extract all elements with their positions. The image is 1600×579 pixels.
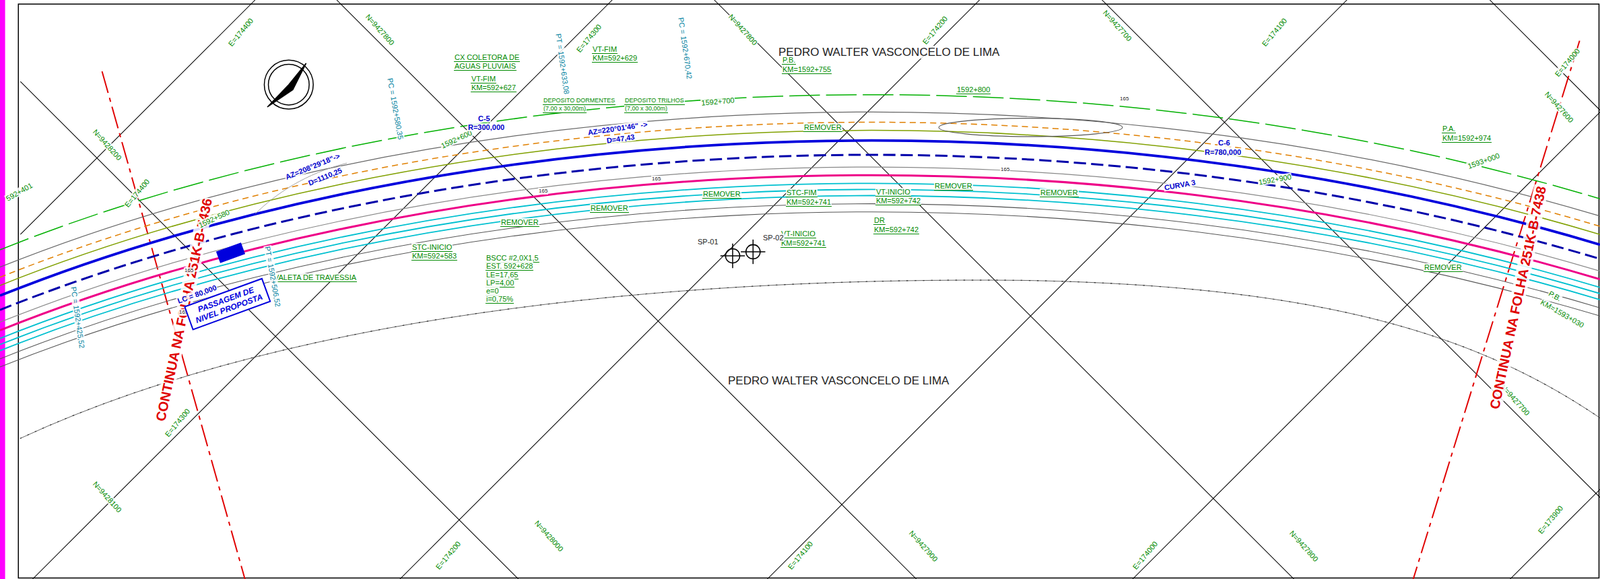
map-label: N=9428100: [90, 479, 124, 515]
map-label: REMOVER: [1423, 263, 1463, 273]
map-label: C-6: [1217, 138, 1231, 147]
map-label: N=9427800: [363, 12, 397, 48]
map-label: KM=1592+974: [1441, 134, 1492, 143]
map-label: VT-FIM: [470, 74, 497, 84]
map-label: E=174200: [920, 14, 950, 47]
map-label: AGUAS PLUVIAIS: [453, 61, 517, 71]
map-label: KM=592+583: [411, 251, 458, 261]
map-label: VALETA DE TRAVESSIA: [273, 273, 357, 283]
map-label: KM=592+629: [591, 53, 638, 63]
map-label: E=173900: [1536, 503, 1565, 537]
map-label: KM=1592+755: [781, 65, 832, 75]
map-label: N=9427700: [1101, 8, 1135, 44]
map-label: VT-FIM: [591, 45, 618, 54]
map-label: N=9428000: [532, 518, 566, 554]
map-label: PEDRO WALTER VASCONCELO DE LIMA: [727, 374, 950, 388]
map-label: 165: [1119, 95, 1130, 103]
map-label: PC = 1592+580,35: [385, 76, 405, 141]
map-label: KM=592+742: [873, 225, 920, 235]
map-label: KM=592+741: [780, 239, 827, 248]
map-label: CX COLETORA DE: [453, 53, 520, 62]
map-label: STC-FIM: [785, 188, 818, 198]
map-label: N=9427600: [1542, 89, 1576, 125]
map-label: P.A.: [1441, 124, 1456, 134]
map-label: P.B.: [781, 55, 796, 65]
map-label: PEDRO WALTER VASCONCELO DE LIMA: [777, 45, 1000, 59]
map-label: 165: [538, 187, 549, 195]
map-label: 592+401: [4, 180, 35, 203]
map-label: 1592+800: [956, 85, 991, 95]
map-label: PC = 1592+670,42: [676, 16, 694, 81]
map-label: KM=592+627: [470, 83, 517, 93]
map-label: N=9427800: [726, 12, 760, 48]
map-label: N=9427900: [907, 528, 941, 564]
map-label: i=0,75%: [485, 294, 514, 304]
map-label: REMOVER: [803, 123, 843, 132]
map-label: E=174200: [433, 539, 463, 572]
map-label: 165: [1000, 166, 1011, 174]
map-label: R=780,000: [1204, 148, 1242, 157]
map-label: 1592+700: [700, 96, 736, 108]
map-label: R=300,000: [467, 123, 506, 132]
map-label: REMOVER: [934, 181, 974, 191]
map-label: KM=592+742: [875, 196, 922, 206]
map-label: VT-INICIO: [780, 229, 817, 239]
map-label: 1592+600: [439, 127, 475, 151]
map-label: VT-INICIO: [875, 187, 912, 197]
proposed-crossing-box: PASSAGEM DE NIVEL PROPOSTA: [183, 278, 272, 331]
map-label: DR: [873, 216, 886, 225]
map-label: (7,00 x 30,00m): [624, 105, 669, 114]
map-label: E=174000: [1552, 46, 1582, 79]
map-label: SP-02: [762, 233, 785, 242]
map-label: E=174400: [122, 177, 152, 210]
map-label: E=174400: [226, 16, 256, 49]
map-label: REMOVER: [702, 189, 742, 199]
map-label: REMOVER: [589, 204, 629, 213]
map-label: N=9427800: [1287, 528, 1321, 564]
map-label: CONTINUA NA FOLHA 251K-B-7438: [1486, 184, 1549, 412]
map-label: EST. 592+628: [485, 261, 534, 271]
map-label: DEPOSITO DORMENTES: [542, 96, 616, 106]
map-label: STC-INICIO: [411, 243, 453, 252]
map-label: CURVA 3: [1162, 178, 1197, 192]
map-label: REMOVER: [500, 218, 540, 227]
map-label: 165: [651, 175, 662, 183]
map-label: REMOVER: [1039, 188, 1079, 198]
map-label: 1592+900: [1257, 172, 1293, 187]
map-label: (7,00 x 30,00m): [542, 105, 587, 114]
map-label: C-5: [477, 114, 491, 123]
map-label: DEPOSITO TRILHOS: [624, 96, 685, 106]
map-label: SP-01: [696, 237, 720, 246]
map-label: E=174100: [785, 539, 815, 572]
map-label: 165: [183, 267, 194, 275]
map-label: D=47,43: [605, 132, 636, 145]
map-label: PT = 1592+633,08: [554, 32, 572, 96]
map-label: KM=1593+030: [1538, 297, 1586, 330]
map-label: KM=592+741: [785, 197, 832, 207]
map-label: E=174100: [1259, 16, 1289, 49]
